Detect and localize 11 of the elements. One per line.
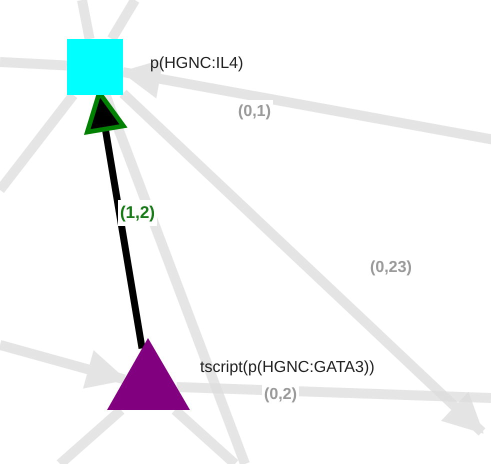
triangle-node	[107, 338, 190, 410]
node-label: tscript(p(HGNC:GATA3))	[200, 358, 375, 378]
edge-label: (1,2)	[118, 200, 157, 226]
connector-line	[0, 57, 68, 71]
connector-line	[77, 0, 94, 40]
connector-line	[107, 0, 140, 42]
connector-line	[176, 382, 491, 403]
arrow	[120, 90, 486, 436]
square-node	[67, 39, 123, 95]
node-label: p(HGNC:IL4)	[150, 54, 244, 74]
arrow	[0, 340, 127, 389]
